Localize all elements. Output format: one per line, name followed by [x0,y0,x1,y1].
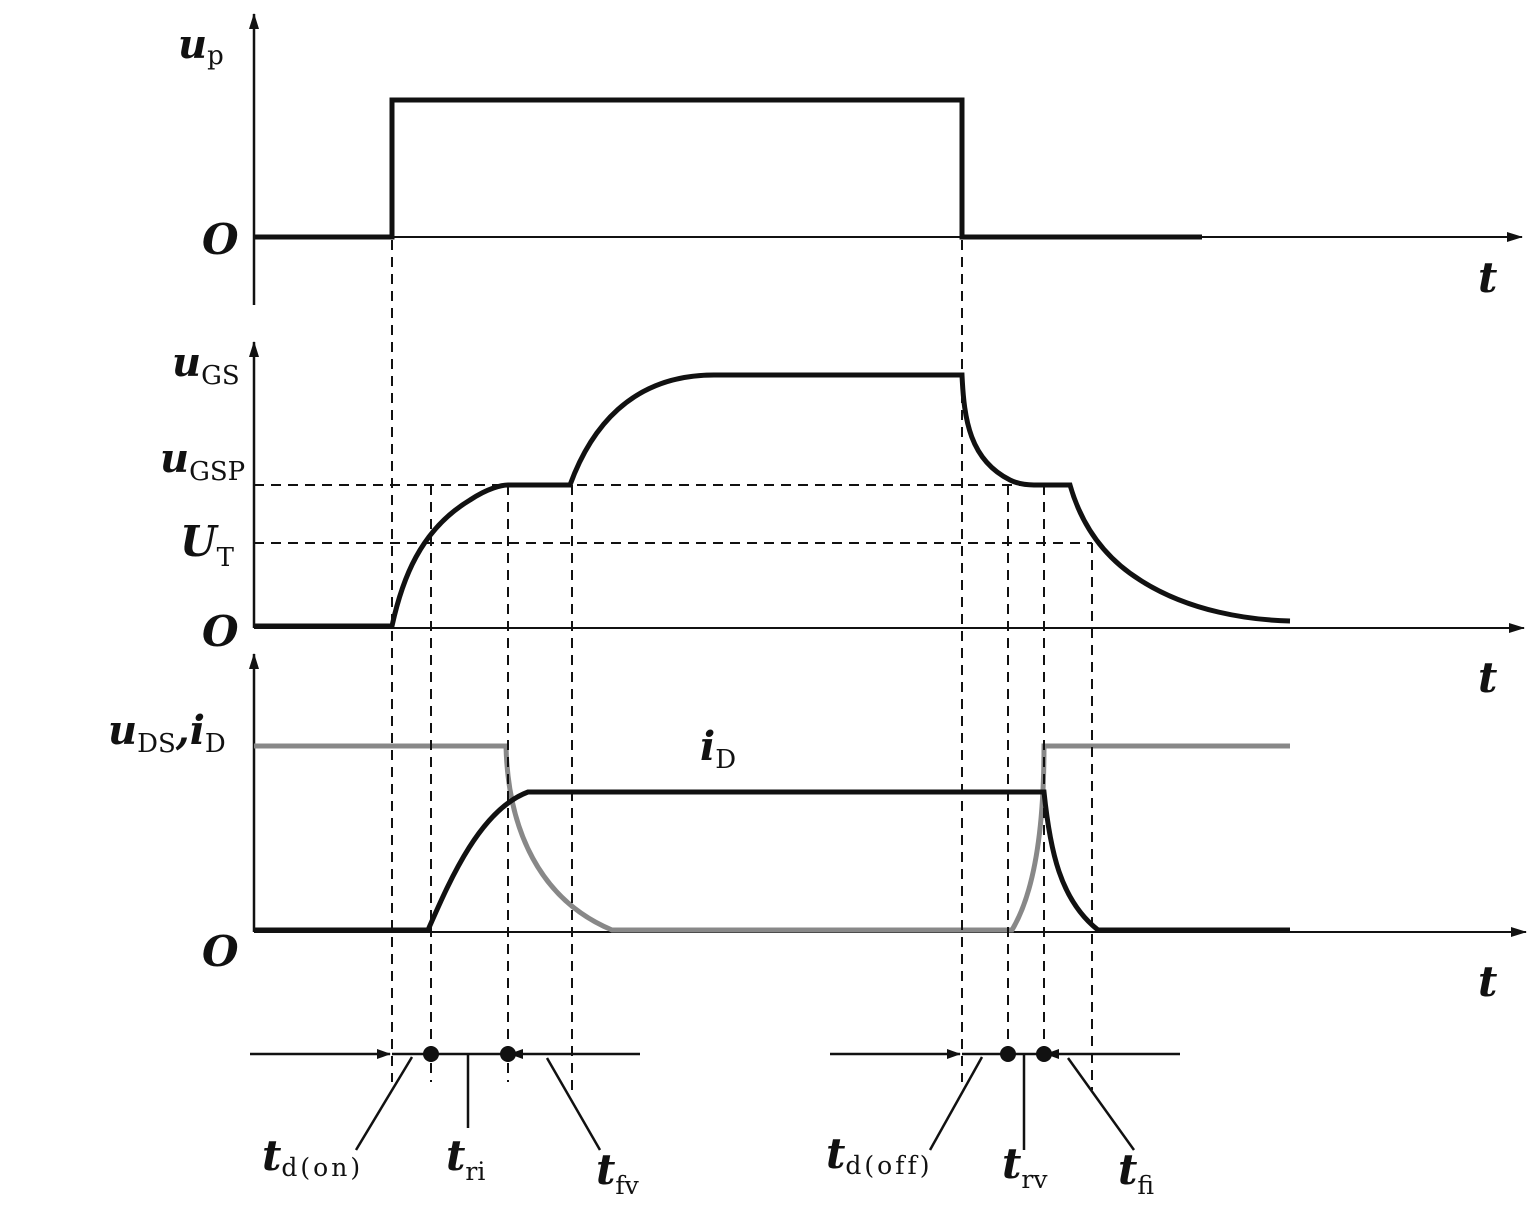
uds-y-label: uDS,iD [108,707,226,759]
ugs-y-main: u [172,339,201,386]
interval-label-tri: tri [446,1131,485,1186]
ugsp-sub: GSP [189,457,245,487]
up-time-label: t [1478,253,1497,302]
ugs-waveform [254,372,1291,629]
trv-sub: rv [1021,1165,1048,1194]
id-curve-sub: D [715,745,736,775]
turn-off-intervals [830,1049,1180,1151]
up-y-main: u [178,21,207,68]
id-curve-main: i [700,723,715,770]
panel-ugs: uGS uGSP UT O t [160,339,1525,702]
interval-label-trv: trv [1002,1139,1048,1194]
ut-main: U [180,517,219,566]
ut-sub: T [217,543,235,573]
uds-time-label: t [1478,957,1497,1006]
tdon-leader [354,1056,414,1151]
tri-sub: ri [465,1157,485,1186]
tfi-main: t [1118,1145,1137,1194]
tfi-leader [1066,1057,1136,1151]
up-y-label: up [178,21,224,71]
panel-up: up O t [178,13,1523,305]
ugs-y-sub: GS [201,361,240,391]
tri-main: t [446,1131,465,1180]
id-curve-label: iD [700,723,736,775]
panel-uds-id: uDS,iD iD O t [108,653,1527,1006]
up-gate-pulse [254,97,1202,240]
interval-label-tfi: tfi [1118,1145,1154,1200]
tdoff-main: t [826,1129,845,1178]
ugsp-main: u [160,435,189,482]
toff-dot-1 [1000,1046,1016,1062]
tfv-main: t [596,1145,615,1194]
trv-main: t [1002,1139,1021,1188]
up-origin-label: O [202,215,239,264]
id-y-sub: D [205,729,226,759]
interval-label-tdoff: td(off) [826,1129,932,1180]
uds-gray-waveform [254,743,1290,933]
tfi-sub: fi [1137,1171,1154,1200]
ton-dot-ut [423,1046,439,1062]
ugs-time-label: t [1478,653,1497,702]
uds-y-main: u [108,707,137,754]
ton-dot-ugsp [500,1046,516,1062]
toff-dot-2 [1036,1046,1052,1062]
ugs-y-label: uGS [172,339,240,391]
interval-label-tdon: td(on) [262,1131,363,1182]
tdon-sub: d(on) [281,1153,363,1182]
ugs-origin-label: O [202,607,239,656]
time-guides [391,240,1093,1096]
tdoff-sub: d(off) [845,1151,932,1180]
tdoff-leader [928,1056,984,1151]
tfv-sub: fv [615,1171,639,1200]
ut-label: UT [180,517,235,573]
turn-on-intervals [250,1049,640,1151]
interval-label-tfv: tfv [596,1145,640,1200]
id-y-main: i [190,707,205,754]
uds-y-sub: DS [137,729,176,759]
tfv-leader [545,1057,602,1151]
up-y-sub: p [207,41,224,71]
tdon-main: t [262,1131,281,1180]
uds-black-waveform [254,789,1290,933]
uds-y-sep: , [175,707,190,754]
uds-origin-label: O [202,927,239,976]
ugsp-label: uGSP [160,435,245,487]
